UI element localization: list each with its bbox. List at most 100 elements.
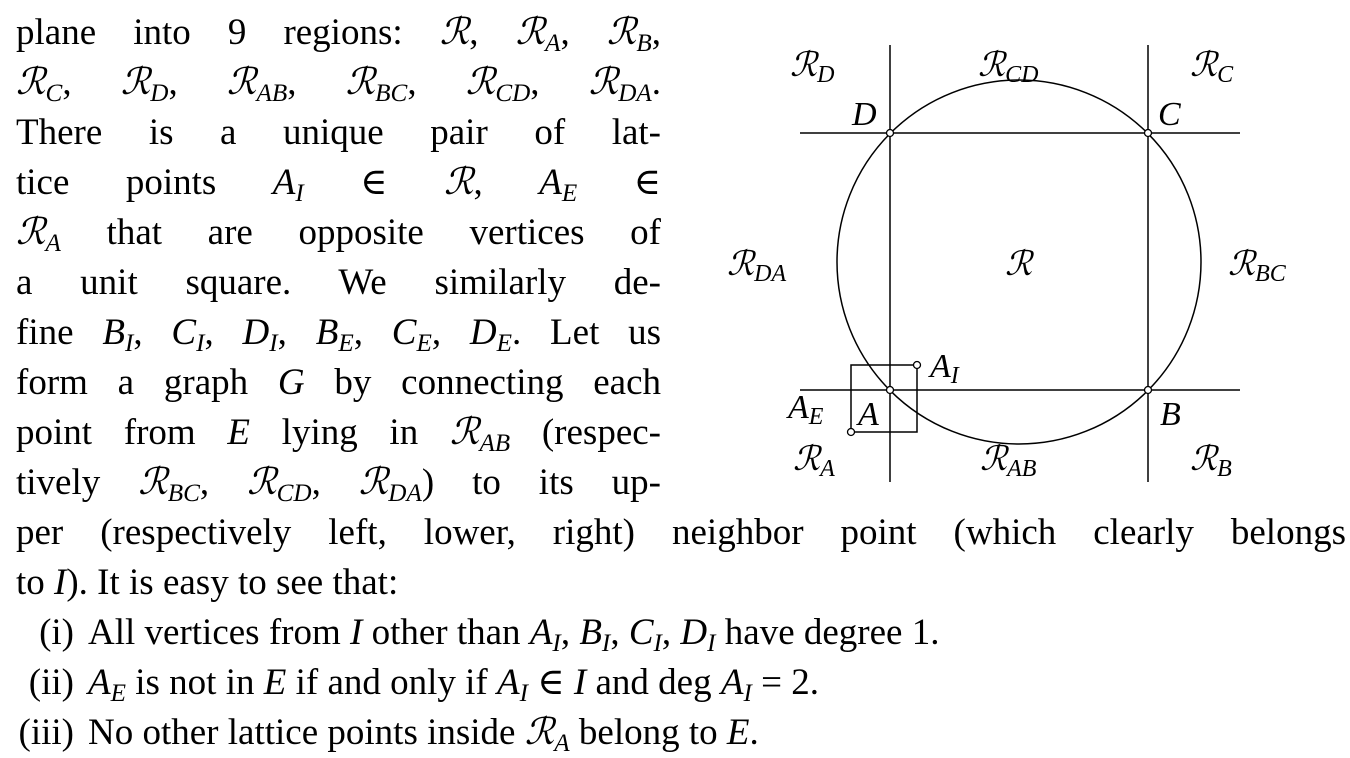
math-region-symbol: ℛ (138, 462, 168, 503)
math-region-symbol: ℛ (443, 162, 474, 203)
list-item-text: No other lattice points inside ℛA belong… (88, 712, 759, 758)
paragraph-line: tice points AI ∈ ℛ, AE ∈ (16, 162, 661, 208)
math-region-symbol: ℛ (16, 62, 46, 103)
math-subscript: CD (495, 80, 531, 108)
math-subscript: I (707, 630, 716, 658)
math-subscript: BC (375, 80, 408, 108)
label-RB: ℛB (1190, 441, 1232, 482)
math-subscript: I (552, 630, 561, 658)
paragraph-line: tively ℛBC, ℛCD, ℛDA) to its up- (16, 462, 661, 508)
label-RD: ℛD (790, 47, 834, 88)
math-variable: A (88, 662, 111, 703)
paragraph-line: per (respectively left, lower, right) ne… (16, 512, 1346, 553)
math-variable: E (227, 412, 250, 453)
math-variable: G (277, 362, 305, 403)
point-C (1143, 128, 1153, 138)
label-C: C (1158, 96, 1181, 133)
math-subscript: I (269, 330, 278, 358)
label-AI: AI (928, 348, 960, 389)
math-region-symbol: ℛ (588, 62, 619, 103)
label-RCD: ℛCD (978, 47, 1038, 88)
math-region-symbol: ℛ (606, 12, 637, 53)
math-subscript: AB (479, 430, 511, 458)
math-variable: C (628, 612, 654, 653)
math-variable: A (272, 162, 296, 203)
math-variable: B (102, 312, 125, 353)
list-item-label: (iii) (18, 712, 74, 753)
list-item: (i) All vertices from I other than AI, BI… (0, 608, 1350, 658)
math-variable: D (242, 312, 270, 353)
circle (836, 79, 1202, 445)
math-subscript: AB (256, 80, 288, 108)
paragraph-line: There is a unique pair of lat- (16, 112, 661, 153)
math-subscript: I (124, 330, 134, 358)
math-subscript: BC (167, 480, 200, 508)
list-item-text: All vertices from I other than AI, BI, C… (88, 612, 940, 658)
label-RC: ℛC (1190, 47, 1234, 88)
label-RBC: ℛBC (1228, 246, 1287, 287)
list-item: (iii) No other lattice points inside ℛA b… (0, 708, 1350, 758)
list-item: (ii) AE is not in E if and only if AI ∈ I… (0, 658, 1350, 708)
list-item-label: (i) (39, 612, 74, 653)
math-region-symbol: ℛ (358, 462, 389, 503)
list-item-text: AE is not in E if and only if AI ∈ I and… (88, 662, 819, 708)
math-subscript: I (295, 180, 304, 208)
paragraph-line: ℛC, ℛD, ℛAB, ℛBC, ℛCD, ℛDA. (16, 62, 661, 108)
math-subscript: C (45, 80, 63, 108)
math-subscript: A (554, 730, 570, 758)
math-subscript: E (416, 330, 432, 358)
math-variable: A (720, 662, 744, 703)
label-R: ℛ (1005, 246, 1035, 283)
unit-square (850, 364, 918, 433)
label-RDA: ℛDA (727, 246, 786, 287)
math-variable: E (726, 712, 750, 753)
math-variable: B (315, 312, 339, 353)
point-AI (912, 360, 922, 370)
paragraph-line: ℛA that are opposite vertices of (16, 212, 661, 258)
math-region-symbol: ℛ (120, 62, 151, 103)
math-region-symbol: ℛ (449, 412, 480, 453)
list-item-label: (ii) (28, 662, 74, 703)
math-region-symbol: ℛ (345, 62, 376, 103)
point-A (885, 385, 895, 395)
math-variable: C (171, 312, 197, 353)
label-B: B (1160, 396, 1181, 433)
math-subscript: I (601, 630, 611, 658)
math-region-symbol: ℛ (465, 62, 496, 103)
math-subscript: E (496, 330, 512, 358)
label-RAB: ℛAB (980, 441, 1037, 482)
math-subscript: I (519, 680, 528, 708)
math-region-symbol: ℛ (439, 12, 470, 53)
point-B (1143, 385, 1153, 395)
math-region-symbol: ℛ (226, 62, 257, 103)
math-subscript: D (150, 80, 169, 108)
math-region-symbol: ℛ (16, 212, 46, 253)
paragraph-line: fine BI, CI, DI, BE, CE, DE. Let us (16, 312, 661, 358)
math-region-symbol: ℛ (515, 12, 546, 53)
math-subscript: B (636, 30, 652, 58)
paragraph-line: plane into 9 regions: ℛ, ℛA, ℛB, (16, 12, 661, 58)
math-subscript: E (110, 680, 126, 708)
label-D: D (851, 96, 877, 133)
math-region-symbol: ℛ (247, 462, 277, 503)
math-subscript: DA (388, 480, 422, 508)
label-A: A (856, 396, 879, 433)
math-subscript: DA (618, 80, 652, 108)
math-subscript: I (196, 330, 205, 358)
math-subscript: I (743, 680, 752, 708)
paragraph-line: a unit square. We similarly de- (16, 262, 661, 303)
paragraph-line: form a graph G by connecting each (16, 362, 661, 403)
paragraph-line: point from E lying in ℛAB (respec- (16, 412, 661, 458)
math-variable: I (350, 612, 363, 653)
math-variable: E (263, 662, 287, 703)
math-variable: D (469, 312, 497, 353)
label-RA: ℛA (793, 441, 835, 482)
math-variable: C (391, 312, 417, 353)
math-variable: A (539, 162, 562, 203)
math-subscript: E (561, 180, 578, 208)
math-subscript: A (45, 230, 61, 258)
math-subscript: CD (276, 480, 312, 508)
paragraph-line: to I). It is easy to see that: (16, 562, 399, 603)
math-variable: A (497, 662, 520, 703)
